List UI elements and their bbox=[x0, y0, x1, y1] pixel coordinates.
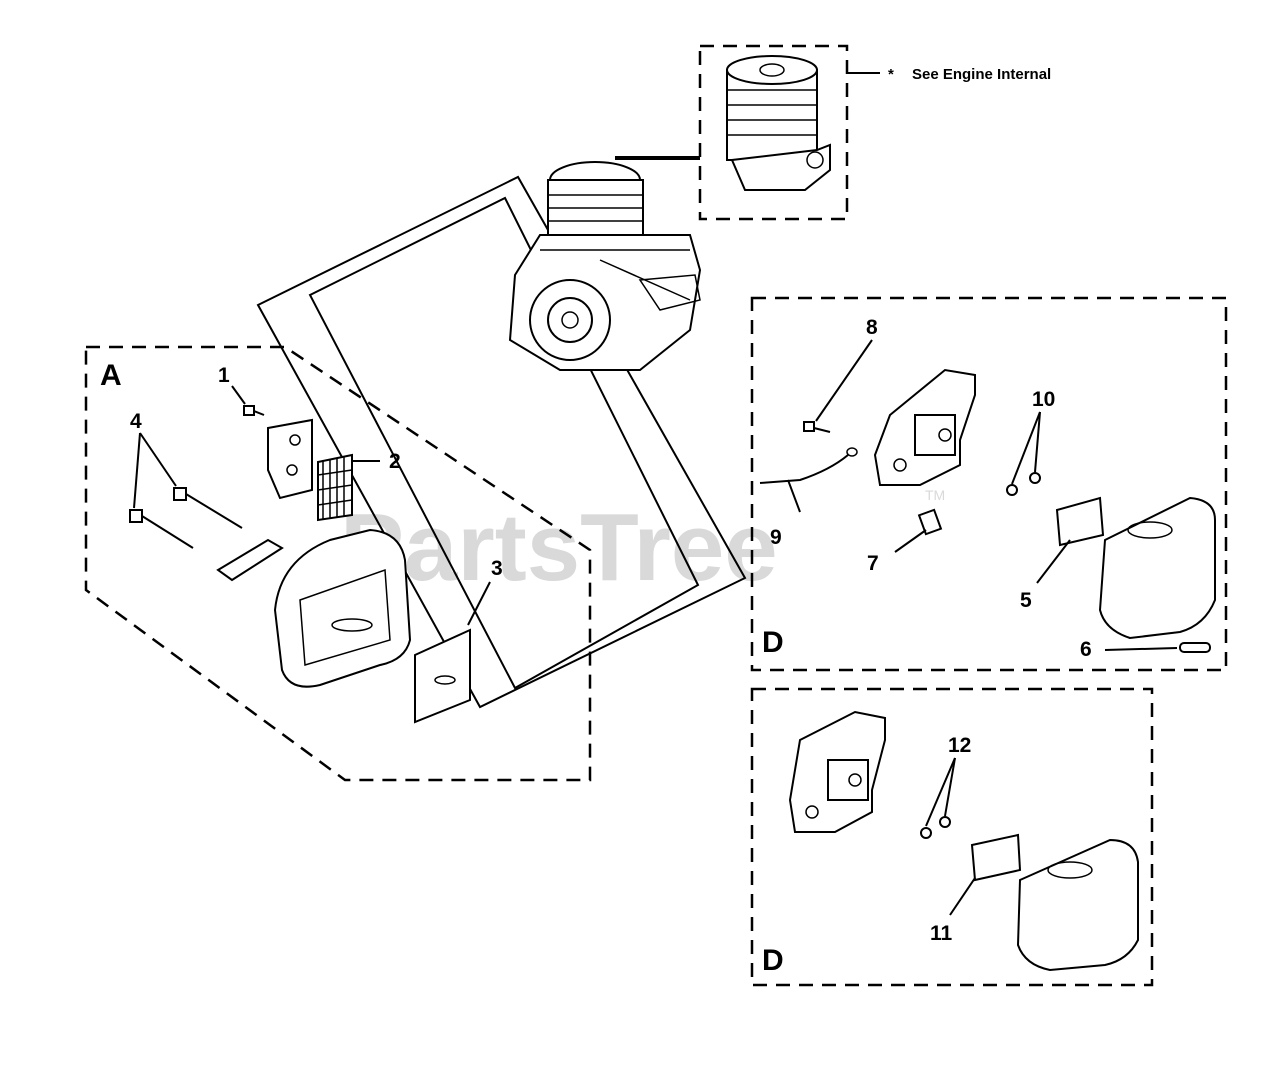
section-d-lower: D 12 11 bbox=[750, 687, 1154, 987]
see-engine-internal-note: See Engine Internal bbox=[912, 66, 1051, 83]
callout-6: 6 bbox=[1080, 638, 1092, 661]
callout-3: 3 bbox=[491, 557, 503, 580]
callout-9: 9 bbox=[770, 526, 782, 549]
spacer-plate bbox=[216, 538, 284, 582]
section-d-lower-label: D bbox=[762, 944, 784, 977]
air-filter-housing-lower bbox=[788, 710, 886, 833]
part-4-bolts bbox=[129, 487, 243, 549]
engine-block bbox=[508, 161, 702, 371]
air-filter-housing bbox=[873, 368, 976, 486]
part-5-filter bbox=[1055, 496, 1105, 547]
callout-11: 11 bbox=[930, 922, 953, 945]
part-2-screen bbox=[317, 453, 353, 522]
callout-12: 12 bbox=[948, 734, 971, 757]
callout-1: 1 bbox=[218, 364, 230, 387]
air-filter-cover-lower bbox=[1016, 838, 1139, 972]
section-d-upper-label: D bbox=[762, 626, 784, 659]
callout-8: 8 bbox=[866, 316, 878, 339]
cylinder-reference: * See Engine Internal bbox=[615, 44, 1051, 221]
callout-4: 4 bbox=[130, 410, 142, 433]
callout-2: 2 bbox=[389, 450, 401, 473]
section-a: A bbox=[84, 345, 592, 782]
part-11-filter bbox=[970, 833, 1022, 882]
section-d-upper: D 8 bbox=[750, 296, 1228, 672]
watermark-trademark: TM bbox=[925, 487, 945, 503]
section-a-label: A bbox=[100, 359, 122, 392]
air-filter-bracket bbox=[267, 418, 313, 500]
callout-5: 5 bbox=[1020, 589, 1032, 612]
watermark-text: PartsTree bbox=[340, 494, 778, 601]
air-filter-cover bbox=[273, 528, 412, 688]
note-marker: * bbox=[888, 66, 894, 83]
callout-10: 10 bbox=[1032, 388, 1055, 411]
air-filter-cover-d bbox=[1098, 496, 1216, 640]
callout-7: 7 bbox=[867, 552, 879, 575]
part-1-screw bbox=[243, 405, 265, 416]
watermark: PartsTree TM bbox=[340, 487, 945, 601]
